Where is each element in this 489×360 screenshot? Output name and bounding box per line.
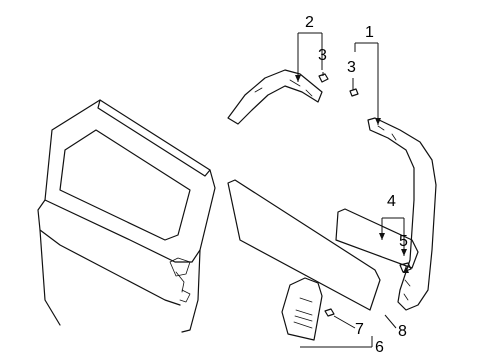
upper-molding [227,69,323,125]
liftgate-door [37,99,216,333]
callout-2: 2 [305,14,314,31]
callout-7: 7 [355,321,364,338]
glass-panel [227,179,381,311]
callout-1: 1 [365,24,374,41]
callout-5: 5 [399,233,408,250]
weatherstrip-frame [367,117,437,311]
fastener-5 [399,262,412,273]
clip-7 [324,308,335,317]
arrowheads [295,75,409,273]
callout-3-left: 3 [318,47,327,64]
lower-trim [281,277,323,341]
callout-8: 8 [398,323,407,340]
callout-6: 6 [375,339,384,356]
callout-3-right: 3 [347,59,356,76]
callout-4: 4 [387,193,396,210]
small-panel [335,208,419,269]
clip-right [349,88,359,97]
